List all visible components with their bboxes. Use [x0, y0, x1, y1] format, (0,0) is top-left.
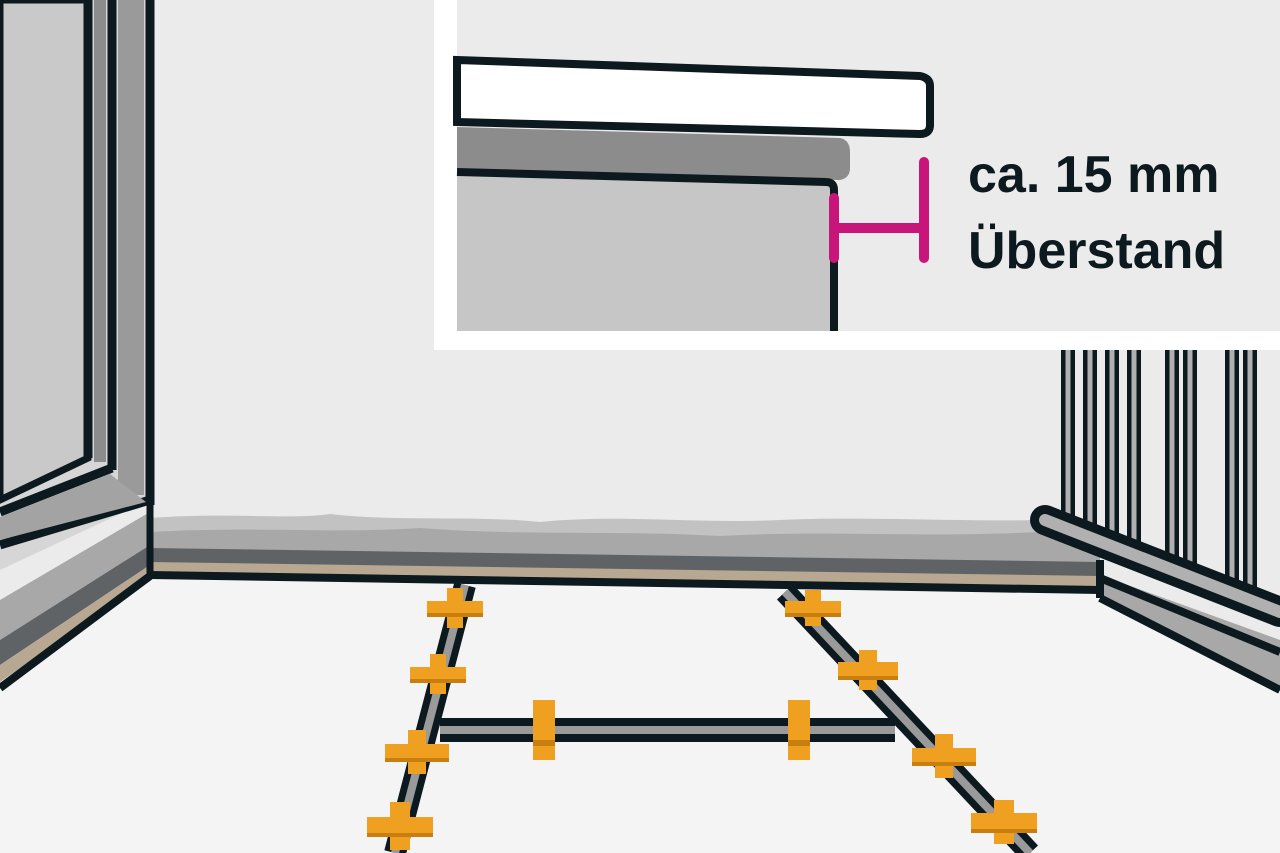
- floor-tile-joints: [384, 582, 1039, 853]
- floor-surface: [0, 578, 1280, 853]
- tile-spacer-cross-icon: [385, 730, 449, 774]
- tile-spacer-wedge-icon: [533, 700, 555, 760]
- inset-base-tile: [457, 172, 834, 331]
- tile-spacer-cross-icon: [971, 800, 1037, 844]
- window-frame-icon: [0, 0, 155, 570]
- tile-spacer-cross-icon: [367, 802, 433, 850]
- tile-spacer-cross-icon: [838, 650, 898, 690]
- dimension-marker-icon: [829, 157, 929, 263]
- inset-detail: ca. 15 mm Überstand: [434, 0, 1280, 350]
- radiator-icon: [1030, 343, 1280, 694]
- tile-spacers: [367, 588, 1037, 850]
- tile-layer-back: [149, 514, 1101, 594]
- tile-spacer-cross-icon: [912, 734, 976, 778]
- tile-layer-left: [0, 500, 154, 692]
- inset-tile-overhang: [453, 55, 934, 139]
- tile-spacer-cross-icon: [410, 654, 466, 694]
- callout-description: Überstand: [968, 222, 1225, 280]
- tile-spacer-cross-icon: [785, 590, 841, 626]
- tile-spacer-cross-icon: [427, 588, 483, 628]
- tile-spacer-wedge-icon: [788, 700, 810, 760]
- callout-measurement: ca. 15 mm: [968, 146, 1220, 204]
